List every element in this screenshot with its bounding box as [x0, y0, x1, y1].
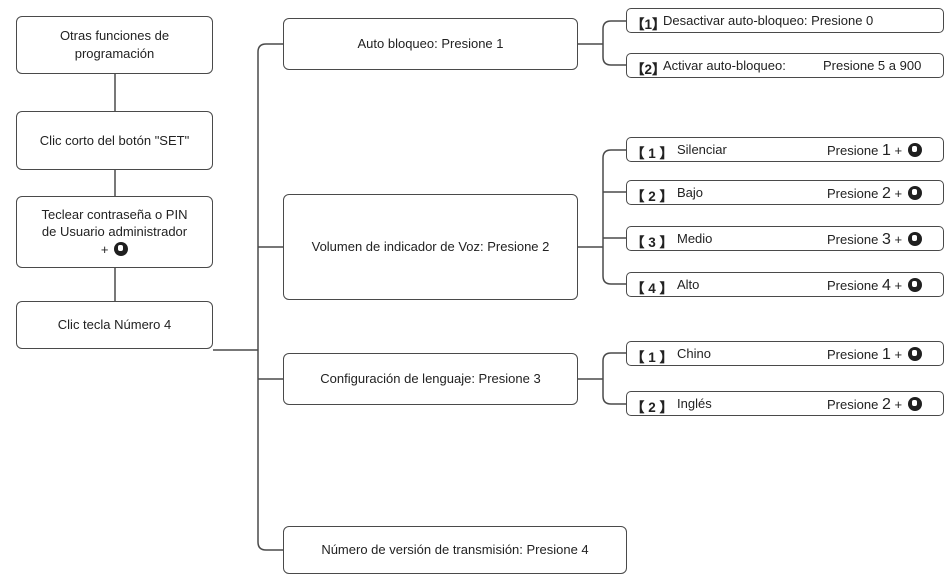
option-action: Presione 1 + [827, 346, 922, 364]
press-text: Presione [827, 397, 879, 412]
option-language-chinese: 【 1 】 Chino Presione 1 + [626, 341, 944, 366]
press-text: Presione [827, 347, 879, 362]
step-other-functions-label: Otras funciones de programación [59, 28, 170, 61]
press-text: Presione [827, 278, 879, 293]
menu-voice-volume: Volumen de indicador de Voz: Presione 2 [283, 194, 578, 300]
menu-version: Número de versión de transmisión: Presio… [283, 526, 627, 574]
menu-language: Configuración de lenguaje: Presione 3 [283, 353, 578, 405]
key-number: 2 [881, 396, 891, 413]
option-action: Presione 2 + [827, 185, 922, 203]
plus-sign: + [894, 347, 903, 362]
option-code: 【 4 】 [631, 281, 674, 296]
option-label: Desactivar auto-bloqueo: Presione 0 [663, 13, 874, 28]
option-action: Presione 4 + [827, 277, 922, 295]
plus-sign: + [894, 232, 903, 247]
hand-press-icon [907, 347, 922, 361]
option-label: Medio [677, 231, 713, 246]
key-number: 1 [881, 142, 891, 159]
option-label: Inglés [677, 396, 712, 411]
option-auto-lock-on: 【2】 Activar auto-bloqueo: Presione 5 a 9… [626, 53, 944, 78]
option-code: 【 3 】 [631, 235, 674, 250]
menu-auto-lock-label: Auto bloqueo: Presione 1 [357, 36, 504, 52]
option-volume-medium: 【 3 】 Medio Presione 3 + [626, 226, 944, 251]
hand-press-icon [907, 232, 922, 246]
menu-auto-lock: Auto bloqueo: Presione 1 [283, 18, 578, 70]
step-admin-password-label: Teclear contraseña o PIN de Usuario admi… [41, 206, 188, 257]
option-volume-high: 【 4 】 Alto Presione 4 + [626, 272, 944, 297]
plus-sign: + [894, 186, 903, 201]
hand-press-icon [907, 397, 922, 411]
option-volume-mute: 【 1 】 Silenciar Presione 1 + [626, 137, 944, 162]
option-volume-low: 【 2 】 Bajo Presione 2 + [626, 180, 944, 205]
menu-version-label: Número de versión de transmisión: Presio… [321, 542, 589, 558]
option-code: 【 2 】 [631, 400, 674, 415]
step-press-4-label: Clic tecla Número 4 [57, 317, 172, 333]
plus-sign: + [894, 278, 903, 293]
key-number: 3 [881, 231, 891, 248]
menu-language-label: Configuración de lenguaje: Presione 3 [320, 371, 541, 387]
step-admin-password-text: Teclear contraseña o PIN de Usuario admi… [40, 206, 190, 259]
option-label: Chino [677, 346, 711, 361]
hand-press-icon [907, 278, 922, 292]
step-admin-password: Teclear contraseña o PIN de Usuario admi… [16, 196, 213, 268]
option-language-english: 【 2 】 Inglés Presione 2 + [626, 391, 944, 416]
option-code: 【 2 】 [631, 189, 674, 204]
step-set-button: Clic corto del botón "SET" [16, 111, 213, 170]
option-action: Presione 1 + [827, 142, 922, 160]
hand-press-icon [114, 241, 129, 256]
option-label: Activar auto-bloqueo: [663, 58, 786, 73]
step-set-button-label: Clic corto del botón "SET" [39, 132, 190, 148]
option-label: Silenciar [677, 142, 727, 157]
option-action: Presione 5 a 900 [823, 58, 922, 73]
option-code: 【2】 [631, 62, 666, 77]
hand-press-icon [907, 143, 922, 157]
step-other-functions: Otras funciones de programación [16, 16, 213, 74]
key-number: 2 [881, 185, 891, 202]
key-number: 1 [881, 346, 891, 363]
option-code: 【 1 】 [631, 350, 674, 365]
plus-sign: + [894, 143, 903, 158]
key-number: 4 [881, 277, 891, 294]
hand-press-icon [907, 186, 922, 200]
option-label: Bajo [677, 185, 704, 200]
plus-sign: + [894, 397, 903, 412]
option-label: Alto [677, 277, 700, 292]
press-text: Presione [827, 232, 879, 247]
option-action: Presione 2 + [827, 396, 922, 414]
option-code: 【1】 [631, 17, 666, 32]
press-text: Presione [827, 143, 879, 158]
step-press-4: Clic tecla Número 4 [16, 301, 213, 349]
option-action: Presione 3 + [827, 231, 922, 249]
press-text: Presione [827, 186, 879, 201]
option-code: 【 1 】 [631, 146, 674, 161]
menu-voice-volume-label: Volumen de indicador de Voz: Presione 2 [311, 239, 550, 255]
option-auto-lock-off: 【1】 Desactivar auto-bloqueo: Presione 0 [626, 8, 944, 33]
